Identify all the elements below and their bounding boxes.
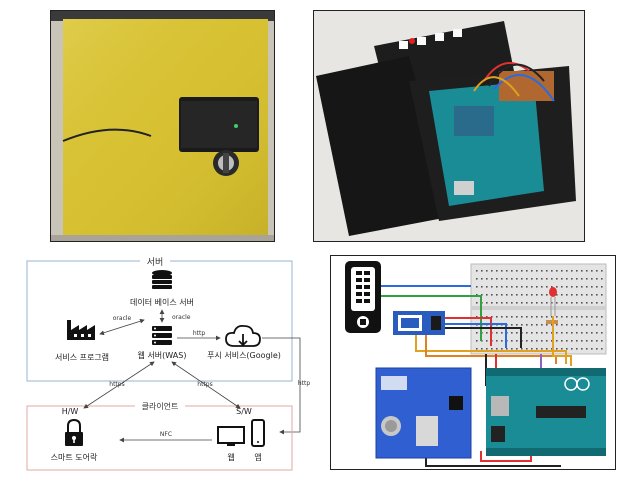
photo-arduino-box bbox=[313, 10, 585, 242]
edge-label-web-push: http bbox=[193, 330, 206, 337]
client-group-label: 클라이언트 bbox=[142, 401, 179, 411]
cloud-download-icon bbox=[226, 326, 260, 346]
photo-yellow-box bbox=[50, 10, 275, 242]
database-icon bbox=[152, 270, 172, 289]
service-program-label: 서비스 프로그램 bbox=[55, 352, 109, 362]
edge-label-web-sw: https bbox=[197, 381, 212, 388]
hw-label: H/W bbox=[62, 407, 79, 416]
architecture-diagram: 서버 데이터 베이스 서버 서비스 프로그램 웹 서버(WAS) bbox=[22, 250, 312, 475]
smartphone-icon bbox=[252, 420, 264, 446]
web-label: 웹 bbox=[227, 453, 234, 462]
web-server-label: 웹 서버(WAS) bbox=[138, 350, 187, 360]
yellow-box-photo bbox=[51, 11, 275, 242]
bluetooth-module bbox=[393, 311, 445, 335]
server-group-label: 서버 bbox=[147, 257, 164, 268]
push-service-label: 푸시 서비스(Google) bbox=[207, 351, 281, 360]
arduino-uno-board bbox=[486, 368, 606, 456]
smart-lock-label: 스마트 도어락 bbox=[51, 452, 98, 462]
red-led bbox=[409, 38, 415, 44]
wiring-schematic bbox=[330, 255, 616, 470]
edge-label-web-hw: https bbox=[109, 381, 124, 388]
padlock-icon bbox=[65, 420, 83, 446]
edge-label-push-client: http bbox=[298, 380, 311, 387]
edge-label-sw-hw: NFC bbox=[160, 431, 172, 438]
factory-icon bbox=[67, 320, 95, 340]
keypad-module bbox=[345, 261, 381, 333]
sw-label: S/W bbox=[236, 407, 252, 416]
database-label: 데이터 베이스 서버 bbox=[130, 297, 194, 307]
edge-label-service-web: oracle bbox=[113, 315, 132, 322]
app-label: 앱 bbox=[254, 453, 261, 462]
arduino-box-photo bbox=[314, 11, 585, 242]
edge-label-db-web: oracle bbox=[172, 314, 191, 321]
server-rack-icon bbox=[152, 326, 172, 345]
data-logger-shield bbox=[376, 368, 471, 458]
monitor-icon bbox=[218, 427, 244, 446]
